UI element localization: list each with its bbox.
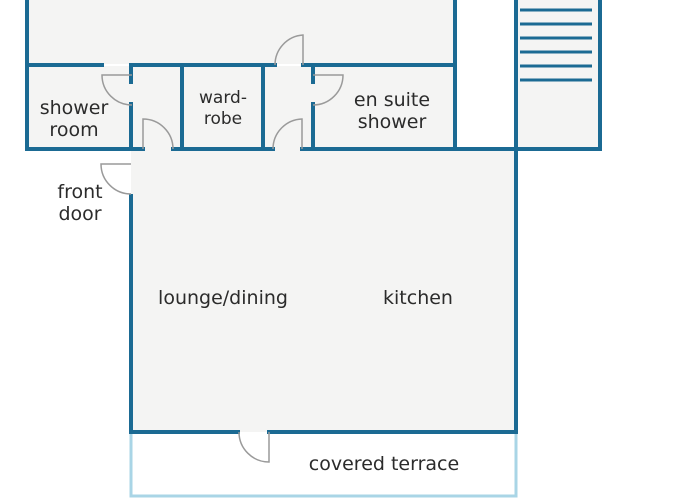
door-swing-icon [142, 118, 174, 150]
shower-room-label-line2: room [49, 119, 99, 141]
shower-room-label-line1: shower [39, 97, 109, 119]
kitchen-label: kitchen [368, 287, 468, 309]
door-swings [100, 34, 344, 463]
wardrobe-floor [183, 66, 263, 149]
door-swing-icon [100, 163, 132, 195]
shower-room-floor [27, 66, 132, 149]
passage-floor [263, 66, 313, 149]
en-suite-label: en suite shower [339, 89, 445, 133]
door-swing-icon [274, 34, 304, 66]
en-suite-floor [313, 66, 455, 149]
terrace-outline [129, 432, 518, 498]
front-door-label-line1: front [57, 181, 103, 203]
en-suite-label-line1: en suite [353, 89, 431, 111]
lounge-dining-label-text: lounge/dining [158, 287, 288, 309]
door-swing-icon [101, 74, 133, 106]
front-door-label: front door [44, 181, 116, 225]
stairs-icon [520, 8, 592, 82]
covered-terrace-label: covered terrace [298, 453, 470, 475]
wardrobe-label-line1: ward- [199, 88, 247, 108]
walls [25, 0, 602, 434]
en-suite-label-line2: shower [357, 111, 427, 133]
door-swing-icon [272, 118, 303, 150]
wardrobe-label-line2: robe [203, 109, 243, 129]
bedroom-floor [27, 0, 455, 64]
stair-area-floor [516, 0, 600, 149]
front-door-label-line2: door [58, 203, 102, 225]
door-swing-icon [238, 431, 270, 463]
door-swing-icon [312, 74, 344, 106]
wardrobe-label: ward- robe [186, 88, 260, 130]
covered-terrace-label-text: covered terrace [308, 453, 460, 475]
shower-room-label: shower room [34, 97, 114, 141]
living-floor [131, 149, 516, 432]
kitchen-label-text: kitchen [383, 287, 453, 309]
hall-floor [132, 66, 182, 149]
lounge-dining-label: lounge/dining [148, 287, 298, 309]
